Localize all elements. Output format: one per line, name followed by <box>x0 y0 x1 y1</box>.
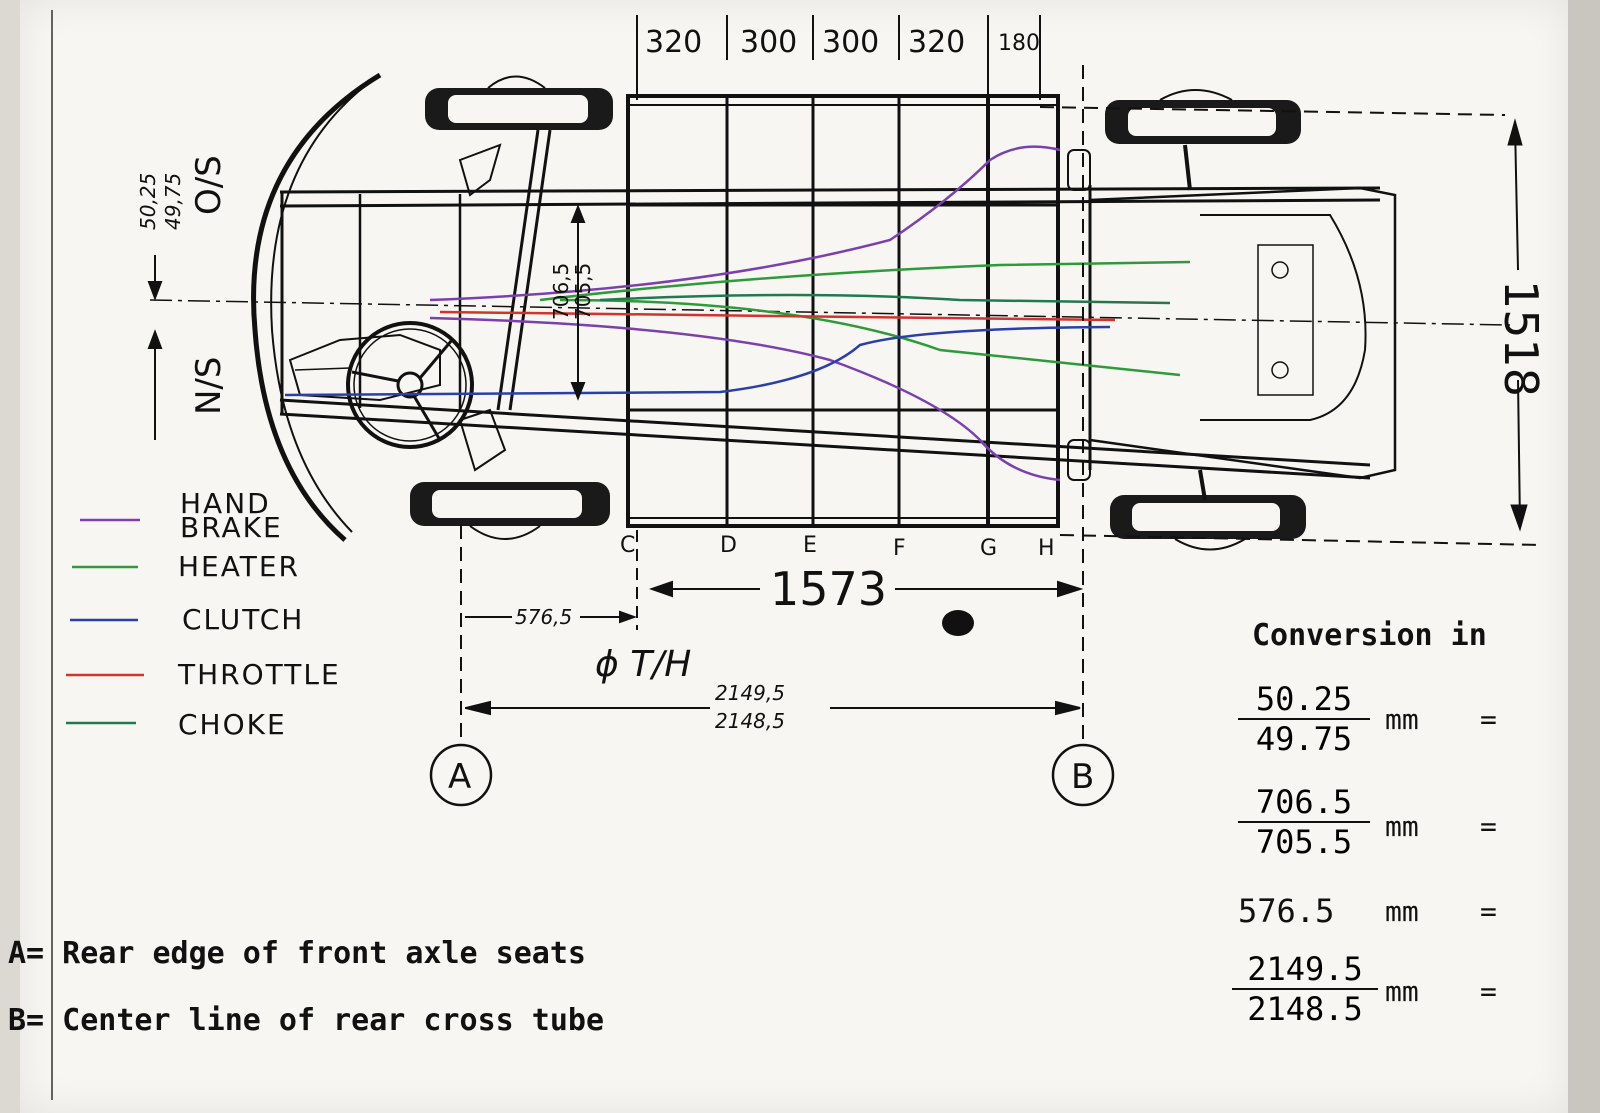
front-wheel-bottom <box>410 482 610 540</box>
bay-label-1: 320 <box>645 25 702 60</box>
throttle-cable <box>439 310 1116 322</box>
note-a: A= Rear edge of front axle seats <box>8 936 586 971</box>
legend-label-heater: HEATER <box>178 550 300 583</box>
paper-edge <box>0 0 20 1113</box>
legend-label-choke: CHOKE <box>178 708 287 741</box>
station-d: D <box>720 533 737 558</box>
hand-brake-cable-top <box>429 145 1061 302</box>
offset-576-label: 576,5 <box>515 605 572 629</box>
conversion-fraction-1: 50.25 49.75 <box>1238 680 1370 758</box>
conversion-eq-3: = <box>1480 895 1497 928</box>
clutch-cable <box>284 325 1111 397</box>
conversion-eq-1: = <box>1480 703 1497 736</box>
steering-wheel <box>346 321 474 449</box>
width-dimension-label: 1518 <box>1494 280 1548 397</box>
marker-b: B <box>1051 743 1115 807</box>
track-dimension-lines <box>147 204 586 440</box>
cable-runs <box>284 145 1191 482</box>
ab-dim-bottom: 2148,5 <box>715 709 785 733</box>
conversion-unit-3: mm <box>1385 895 1419 928</box>
ns-label: N/S <box>189 357 229 415</box>
svg-text:A: A <box>448 757 471 797</box>
drawing-sheet: 320 300 300 320 180 1518 50,25 49,75 O/S… <box>8 0 1568 1113</box>
bay-dimension-lines <box>636 15 1041 100</box>
station-e: E <box>803 533 817 558</box>
marker-a: A <box>429 743 493 807</box>
width-dimension-lines <box>1039 106 1541 546</box>
mid-dim-bottom: 705,5 <box>571 263 595 320</box>
left-dim-top: 50,25 <box>136 173 160 230</box>
conversion-unit-4: mm <box>1385 975 1419 1008</box>
station-c: C <box>620 533 635 558</box>
th-label: ϕ T/H <box>595 644 691 685</box>
ab-dim-top: 2149,5 <box>715 681 785 705</box>
conversion-fraction-2: 706.5 705.5 <box>1238 783 1370 861</box>
conversion-value-3: 576.5 <box>1238 892 1335 930</box>
conversion-fraction-4: 2149.5 2148.5 <box>1232 950 1378 1028</box>
legend-label-hand-brake: HAND BRAKE <box>180 487 283 544</box>
conversion-title: Conversion in <box>1252 618 1487 653</box>
center-line <box>149 299 1511 326</box>
conversion-eq-4: = <box>1480 975 1497 1008</box>
station-g: G <box>980 536 997 561</box>
reference-lines <box>460 65 1084 745</box>
bay-label-5: 180 <box>998 31 1040 56</box>
length-1573-label: 1573 <box>770 562 887 616</box>
rear-wheel-top <box>1105 89 1301 144</box>
note-b: B= Center line of rear cross tube <box>8 1003 605 1038</box>
station-f: F <box>893 536 906 561</box>
heater-cable-bottom <box>559 298 1181 377</box>
bay-label-2: 300 <box>740 25 797 60</box>
hand-brake-cable-bottom <box>429 316 1061 482</box>
ink-spot <box>942 610 974 636</box>
os-label: O/S <box>189 155 229 215</box>
chassis-drawing: 320 300 300 320 180 1518 50,25 49,75 O/S… <box>51 10 1548 1100</box>
conversion-eq-2: = <box>1480 810 1497 843</box>
rear-wheel-bottom <box>1110 495 1306 551</box>
chassis-frame <box>279 94 1397 528</box>
conversion-unit-2: mm <box>1385 810 1419 843</box>
legend-label-throttle: THROTTLE <box>178 658 341 691</box>
legend-swatches <box>66 518 144 725</box>
svg-text:B: B <box>1071 757 1094 797</box>
front-bumper <box>251 72 382 542</box>
bay-label-4: 320 <box>908 25 965 60</box>
left-dim-bottom: 49,75 <box>161 173 185 230</box>
choke-cable <box>599 293 1171 305</box>
bay-label-3: 300 <box>822 25 879 60</box>
station-h: H <box>1038 536 1055 561</box>
conversion-unit-1: mm <box>1385 703 1419 736</box>
mid-dim-top: 706,5 <box>549 263 573 320</box>
legend-label-clutch: CLUTCH <box>182 603 305 636</box>
front-wheel-top <box>425 75 613 130</box>
heater-cable-top <box>539 260 1191 302</box>
